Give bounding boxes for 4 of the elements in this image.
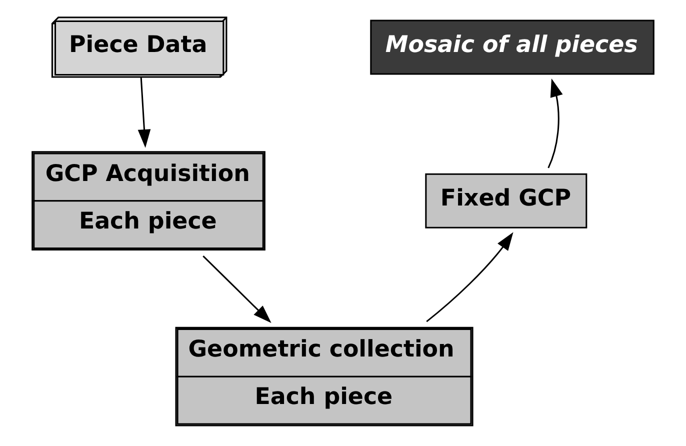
arrow — [548, 78, 563, 168]
arrow — [426, 232, 514, 322]
arrow — [138, 77, 151, 148]
arrow — [202, 256, 272, 324]
